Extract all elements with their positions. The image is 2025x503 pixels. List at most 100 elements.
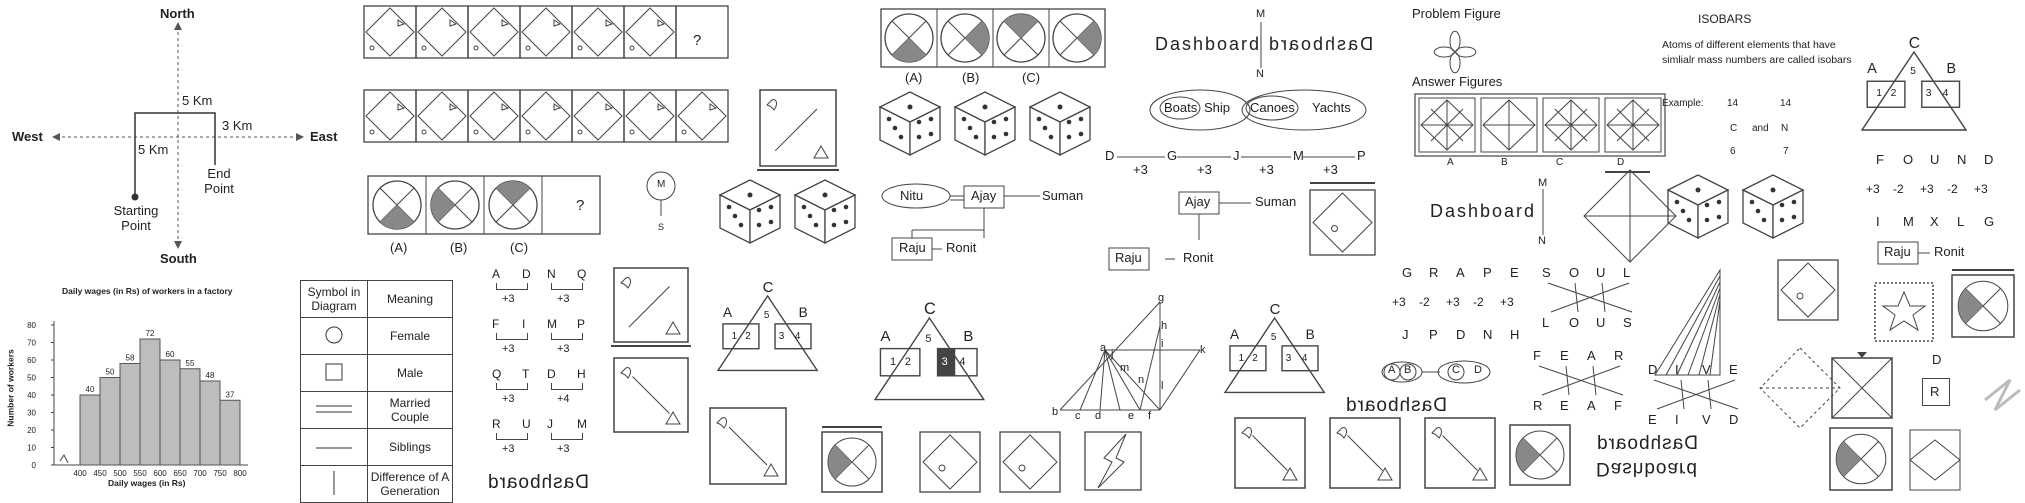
pedigree-m: M xyxy=(657,179,666,190)
fold-line xyxy=(1709,299,1721,376)
die-6-pip xyxy=(1704,217,1710,223)
pair-num: +3 xyxy=(502,443,515,455)
grape-op: -2 xyxy=(1473,295,1484,309)
seq-g: G xyxy=(1167,148,1178,163)
distance-1: 5 Km xyxy=(182,93,213,108)
venn-1-n3: 3 xyxy=(1925,88,1932,100)
series-2-diamond xyxy=(521,91,571,141)
ans-opt-a: A xyxy=(1447,157,1454,168)
diamond-box-4 xyxy=(1777,259,1839,321)
die-3-pip xyxy=(928,131,934,137)
arrow-box-6-arrow xyxy=(1347,435,1383,471)
problem-petal xyxy=(1433,46,1455,58)
diamond-box-3-diamond xyxy=(1312,192,1373,253)
arrow-box-4-triangle xyxy=(763,463,779,477)
wages-histogram: Daily wages (in Rs) of workers in a fact… xyxy=(0,278,270,497)
series-2-diamond xyxy=(677,91,727,141)
soul-top: L xyxy=(1623,265,1631,280)
top-option-shade xyxy=(892,38,926,63)
tri-label-e: e xyxy=(1128,410,1135,422)
bar-value-label: 60 xyxy=(166,350,175,359)
series-2-dot xyxy=(629,129,635,135)
pair-b: M xyxy=(577,417,587,431)
fold-line xyxy=(1698,293,1721,376)
venn-3-shade xyxy=(937,348,956,376)
raju-3: Raju xyxy=(1884,244,1911,259)
x-axis-label: Daily wages (in Rs) xyxy=(108,478,186,488)
mirror-line xyxy=(1260,22,1262,68)
pair-bracket xyxy=(496,283,528,290)
top-option-shade xyxy=(1004,13,1038,38)
diamond-box-3 xyxy=(1309,189,1376,256)
fear-top: A xyxy=(1587,348,1596,363)
soul-bot: L xyxy=(1542,315,1550,330)
die-6-pip xyxy=(1680,208,1686,214)
abcd-c: C xyxy=(1452,364,1460,376)
dive-bot: D xyxy=(1729,412,1739,427)
circle-box-3-circle xyxy=(1957,280,2009,332)
top-option-shade xyxy=(1077,21,1102,55)
top-option-shade xyxy=(965,21,990,55)
bar-value-label: 40 xyxy=(86,385,95,394)
circle-box-1-shade xyxy=(828,445,852,479)
arrow-box-7-heart xyxy=(1431,427,1442,439)
venn-4-a: A xyxy=(1229,326,1240,342)
pair-num: +3 xyxy=(557,343,570,355)
diamond-box-1-dot xyxy=(938,464,946,472)
dr-d: D xyxy=(1932,352,1942,367)
problem-petal xyxy=(1449,52,1461,74)
venn-3-box-a xyxy=(879,347,921,377)
grape-bot: D xyxy=(1456,327,1466,342)
venn-1-n1: 1 xyxy=(1876,88,1883,100)
series-1-tri xyxy=(501,19,510,27)
histogram-bar xyxy=(219,399,241,466)
y-tick-label: 40 xyxy=(27,391,36,400)
found-bot: M xyxy=(1903,214,1914,229)
top-opt-c: (C) xyxy=(1022,70,1041,85)
x-tick-label: 800 xyxy=(233,469,247,478)
dr-r: R xyxy=(1930,384,1940,399)
seq-j: J xyxy=(1233,148,1240,163)
yachts: Yachts xyxy=(1312,100,1351,115)
die-5-pip xyxy=(1048,134,1054,140)
series-1-dot xyxy=(525,45,531,51)
arrow-box-5-arrow xyxy=(1252,435,1288,471)
die-2-pip xyxy=(822,192,828,198)
fear-top: F xyxy=(1533,348,1541,363)
die-5-pip xyxy=(1036,116,1042,122)
series-2-diamond xyxy=(469,91,519,141)
pair-a: Q xyxy=(492,367,502,381)
problem-petal xyxy=(1455,46,1477,58)
pair-a: D xyxy=(547,367,556,381)
diamond-box-4-dot xyxy=(1796,292,1804,300)
found-op: -2 xyxy=(1947,182,1958,196)
relations-2-lines xyxy=(1108,191,1251,271)
arrow-box-1-triangle xyxy=(813,145,829,159)
suman: Suman xyxy=(1042,188,1084,203)
tri-label-b: b xyxy=(1052,406,1059,418)
circle-box-1-circle xyxy=(827,437,877,487)
seq-d: D xyxy=(1105,148,1115,163)
soul-top: U xyxy=(1596,265,1606,280)
die-6-pip xyxy=(1695,187,1701,193)
ans-opt-b: B xyxy=(1501,157,1508,168)
pair-b: U xyxy=(522,417,531,431)
diamond-box-3-dot xyxy=(1331,225,1338,232)
die-5-pip xyxy=(1057,104,1063,110)
pair-b: I xyxy=(522,317,526,331)
ronit: Ronit xyxy=(946,240,977,255)
die-3-pip xyxy=(916,134,922,140)
arrow-box-4 xyxy=(709,407,787,485)
die-6-pip xyxy=(1704,202,1710,208)
mirror-line-2 xyxy=(1542,189,1544,235)
venn-2-n2: 2 xyxy=(745,330,751,342)
north-label: North xyxy=(160,6,195,21)
problem-figure-label: Problem Figure xyxy=(1412,6,1501,21)
series-2-dot xyxy=(577,129,583,135)
soul-bot: U xyxy=(1596,315,1606,330)
venn-3-n5: 5 xyxy=(925,332,932,345)
y-tick-label: 10 xyxy=(27,444,36,453)
